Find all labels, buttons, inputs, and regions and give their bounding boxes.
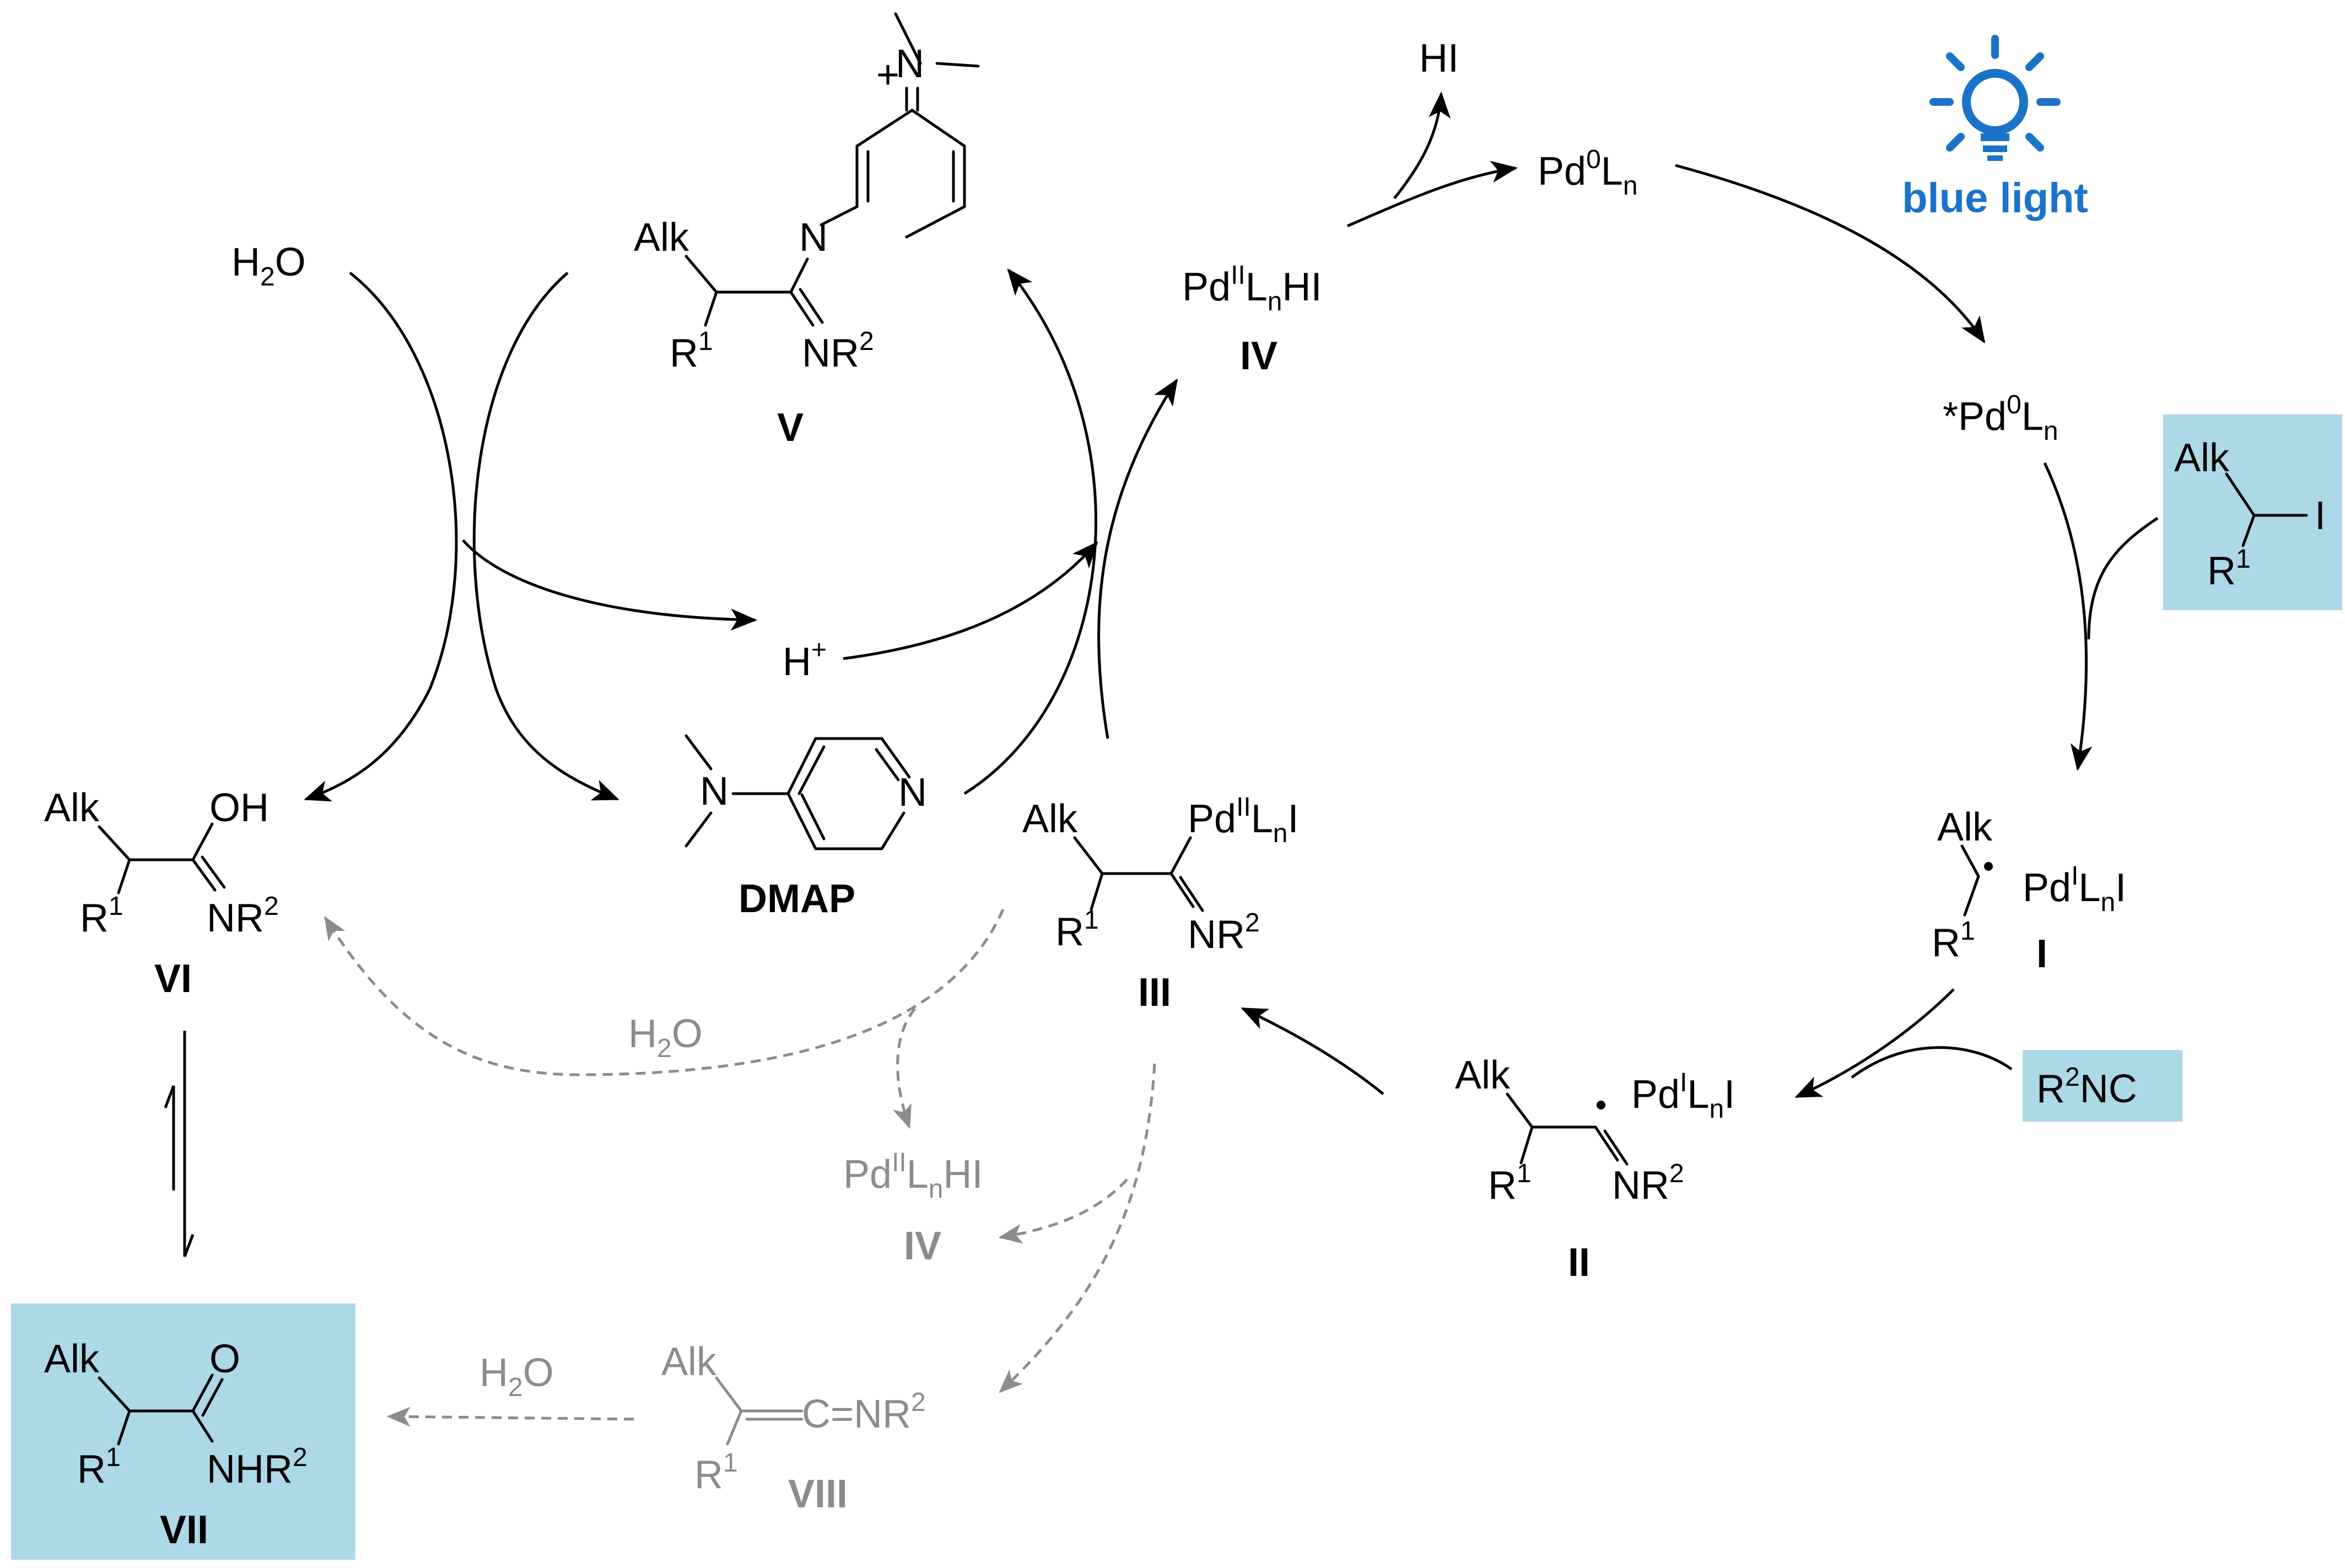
svg-text:DMAP: DMAP bbox=[738, 877, 855, 921]
svg-text:IV: IV bbox=[1240, 334, 1277, 378]
svg-text:R1: R1 bbox=[694, 1448, 738, 1497]
svg-text:Alk: Alk bbox=[2174, 436, 2230, 480]
svg-text:OH: OH bbox=[209, 786, 269, 830]
isocyanide-reagent: R2NC bbox=[2036, 1063, 2137, 1111]
hydrogen-iodide: HI bbox=[1419, 36, 1459, 80]
svg-text:IV: IV bbox=[904, 1224, 941, 1268]
arrow-excited-to-i bbox=[2043, 462, 2093, 771]
svg-text:O: O bbox=[209, 1337, 240, 1381]
svg-text:I: I bbox=[2315, 494, 2326, 538]
isocyanide-box bbox=[2023, 1050, 2182, 1122]
svg-text:III: III bbox=[1138, 971, 1171, 1015]
arrow-ii-to-iii bbox=[1241, 1007, 1384, 1095]
arrow-v-to-dmap bbox=[472, 272, 619, 801]
dmap: N N DMAP bbox=[684, 734, 927, 921]
proton: H+ bbox=[783, 635, 827, 684]
svg-text:Alk: Alk bbox=[634, 215, 689, 260]
pd0-complex: Pd0Ln bbox=[1538, 145, 1638, 201]
svg-text:NR2: NR2 bbox=[1188, 908, 1260, 957]
arrow-iii-to-iv bbox=[1097, 378, 1178, 739]
svg-text:C=NR2: C=NR2 bbox=[802, 1388, 926, 1436]
water-gray-middle: H2O bbox=[628, 1012, 703, 1063]
svg-text:V: V bbox=[777, 406, 804, 450]
svg-text:R1: R1 bbox=[1932, 917, 1975, 965]
dashed-arrow-to-iv-gray-2 bbox=[998, 1178, 1128, 1244]
intermediate-ii: Alk R1 NR2 PdILnI II bbox=[1455, 1053, 1735, 1285]
arrow-i-to-ii bbox=[1794, 988, 1955, 1098]
svg-text:R1: R1 bbox=[80, 892, 123, 940]
lightbulb-icon bbox=[1929, 35, 2061, 161]
svg-text:R1: R1 bbox=[2207, 545, 2251, 593]
intermediate-iv: PdIILnHI IV bbox=[1182, 261, 1322, 378]
svg-text:N: N bbox=[700, 769, 729, 813]
arrow-isocyanide-in bbox=[1851, 1046, 2013, 1079]
intermediate-viii: Alk C=NR2 R1 VIII bbox=[661, 1340, 926, 1516]
intermediate-i: Alk R1 PdILnI I bbox=[1932, 805, 2126, 976]
arrow-pd0-to-excited bbox=[1675, 164, 1986, 344]
arrow-proton bbox=[462, 539, 757, 631]
svg-text:Alk: Alk bbox=[1455, 1053, 1511, 1097]
arrow-dmap-to-v bbox=[963, 268, 1097, 795]
intermediate-v: + N N Alk R1 NR2 V bbox=[634, 12, 980, 450]
dashed-arrow-viii-to-vii bbox=[386, 1407, 634, 1427]
svg-text:+: + bbox=[876, 53, 899, 97]
arrow-hi-release bbox=[1393, 91, 1451, 200]
svg-text:R1: R1 bbox=[670, 327, 713, 375]
svg-text:N: N bbox=[799, 215, 828, 260]
svg-text:PdIILnHI: PdIILnHI bbox=[843, 1148, 983, 1204]
dashed-arrow-to-iv-gray bbox=[892, 1007, 916, 1129]
alkyl-iodide-reagent: Alk I R1 bbox=[2174, 436, 2326, 593]
svg-text:VII: VII bbox=[160, 1508, 208, 1552]
svg-text:PdIILnI: PdIILnI bbox=[1188, 793, 1299, 848]
excited-pd0-complex: *Pd0Ln bbox=[1943, 390, 2058, 446]
svg-text:I: I bbox=[2036, 932, 2047, 976]
arrow-water-to-vi bbox=[304, 272, 458, 802]
product-vii-box bbox=[11, 1303, 355, 1560]
svg-text:PdILnI: PdILnI bbox=[2023, 861, 2126, 917]
svg-text:Alk: Alk bbox=[1022, 797, 1078, 841]
svg-text:VI: VI bbox=[154, 957, 192, 1001]
svg-text:II: II bbox=[1568, 1241, 1590, 1285]
water-top: H2O bbox=[231, 240, 306, 292]
intermediate-iv-gray: PdIILnHI IV bbox=[843, 1148, 983, 1268]
svg-text:VIII: VIII bbox=[788, 1472, 848, 1516]
blue-light-label: blue light bbox=[1902, 175, 2088, 222]
dashed-arrow-iii-to-viii bbox=[999, 1063, 1156, 1393]
svg-text:NHR2: NHR2 bbox=[207, 1443, 308, 1491]
svg-text:PdILnI: PdILnI bbox=[1631, 1068, 1735, 1124]
product-vii: Alk O R1 NHR2 VII bbox=[44, 1337, 308, 1552]
svg-text:NR2: NR2 bbox=[802, 327, 874, 375]
arrow-proton-to-iv bbox=[843, 541, 1098, 660]
svg-text:R1: R1 bbox=[1488, 1159, 1532, 1208]
svg-text:PdIILnHI: PdIILnHI bbox=[1182, 261, 1322, 316]
svg-text:N: N bbox=[898, 770, 927, 815]
svg-text:R1: R1 bbox=[1055, 906, 1099, 954]
intermediate-vi: Alk OH R1 NR2 VI bbox=[44, 786, 279, 1001]
dashed-arrow-iii-to-vi bbox=[324, 909, 1005, 1076]
svg-text:NR2: NR2 bbox=[207, 892, 279, 940]
svg-text:NR2: NR2 bbox=[1612, 1159, 1684, 1208]
arrow-alkyl-iodide-in bbox=[2087, 516, 2159, 640]
arrow-iv-to-pd0 bbox=[1347, 160, 1518, 228]
svg-text:Alk: Alk bbox=[44, 1337, 100, 1381]
svg-text:R1: R1 bbox=[77, 1443, 121, 1491]
intermediate-iii: Alk R1 NR2 PdIILnI III bbox=[1022, 793, 1299, 1015]
svg-text:Alk: Alk bbox=[44, 786, 100, 830]
water-gray-bottom: H2O bbox=[479, 1351, 554, 1402]
svg-text:Alk: Alk bbox=[661, 1340, 717, 1384]
svg-text:Alk: Alk bbox=[1937, 805, 1993, 849]
